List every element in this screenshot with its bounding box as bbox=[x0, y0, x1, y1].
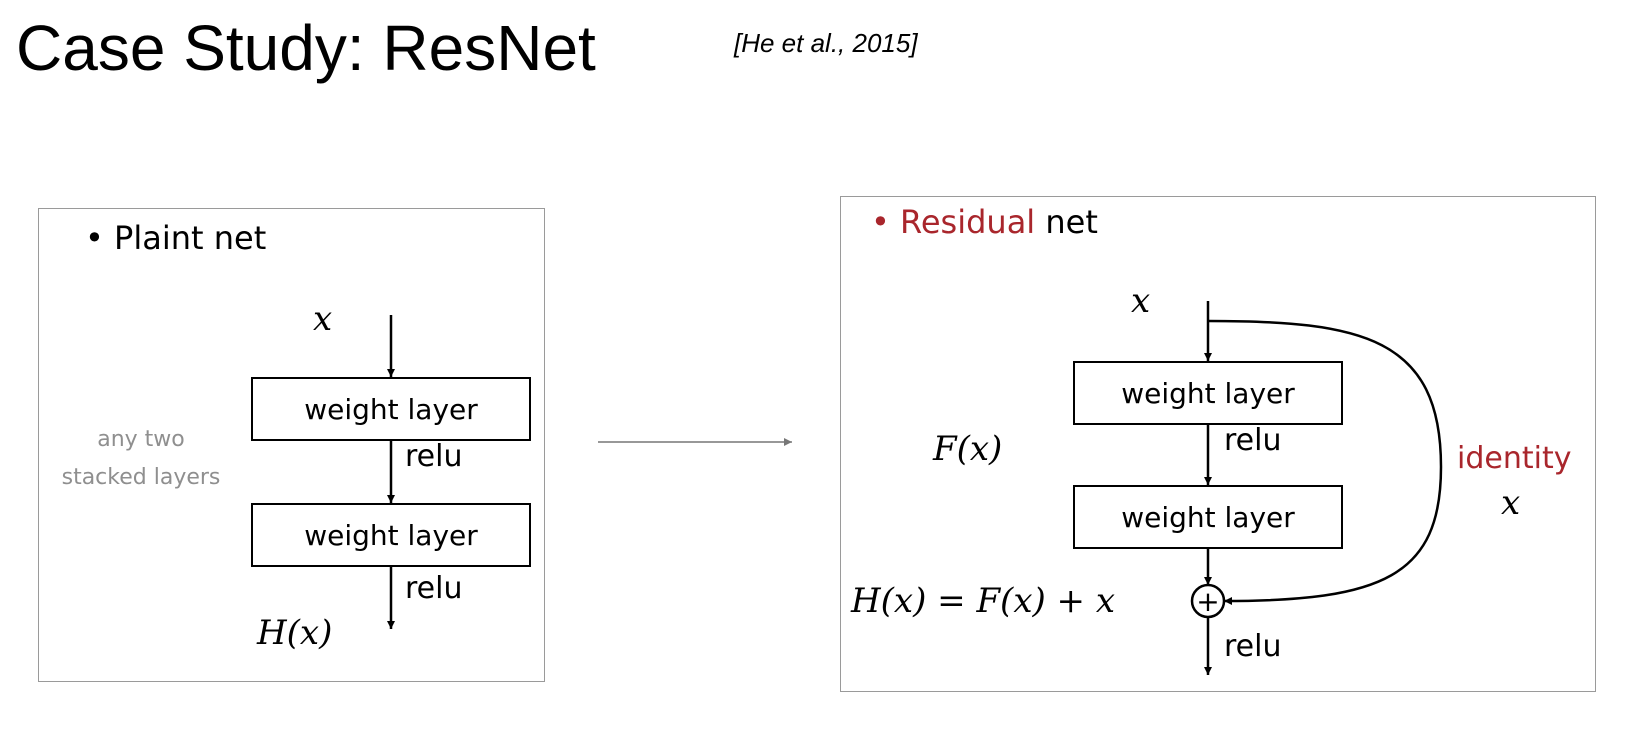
residual-net-panel: + • Residual net x weight layer relu wei… bbox=[840, 196, 1596, 692]
residual-title-rest: net bbox=[1035, 203, 1098, 241]
plain-relu-1: relu bbox=[405, 439, 463, 474]
plain-net-arrows bbox=[387, 315, 395, 629]
plain-weight-layer-1: weight layer bbox=[251, 377, 531, 441]
plain-net-panel: • Plaint net x weight layer relu weight … bbox=[38, 208, 545, 682]
identity-skip-arrow bbox=[1207, 319, 1443, 605]
residual-relu-1: relu bbox=[1224, 423, 1282, 458]
identity-label: identity bbox=[1457, 441, 1572, 476]
plain-net-title: • Plaint net bbox=[85, 219, 266, 257]
page-title: Case Study: ResNet bbox=[16, 12, 596, 84]
plain-net-title-text: Plaint net bbox=[114, 219, 267, 257]
residual-title-highlight: Residual bbox=[900, 203, 1036, 241]
residual-net-title: • Residual net bbox=[871, 203, 1098, 241]
bullet: • bbox=[85, 219, 104, 257]
residual-net-arrows: + bbox=[1190, 301, 1443, 675]
note-line-2: stacked layers bbox=[61, 465, 221, 490]
note-line-1: any two bbox=[97, 427, 185, 452]
plain-output-label: H(x) bbox=[257, 613, 333, 653]
plain-input-label: x bbox=[313, 299, 333, 339]
residual-weight-layer-2: weight layer bbox=[1073, 485, 1343, 549]
residual-relu-2: relu bbox=[1224, 629, 1282, 664]
plain-relu-2: relu bbox=[405, 571, 463, 606]
plain-net-note: any two stacked layers bbox=[51, 421, 231, 497]
residual-input-label: x bbox=[1131, 281, 1151, 321]
function-label: F(x) bbox=[933, 429, 1003, 469]
equation-label: H(x) = F(x) + x bbox=[851, 581, 1116, 621]
citation: [He et al., 2015] bbox=[734, 28, 918, 58]
residual-weight-layer-1: weight layer bbox=[1073, 361, 1343, 425]
identity-var: x bbox=[1501, 483, 1521, 523]
bullet: • bbox=[871, 203, 890, 241]
plain-weight-layer-2: weight layer bbox=[251, 503, 531, 567]
sum-plus-symbol: + bbox=[1196, 585, 1219, 618]
